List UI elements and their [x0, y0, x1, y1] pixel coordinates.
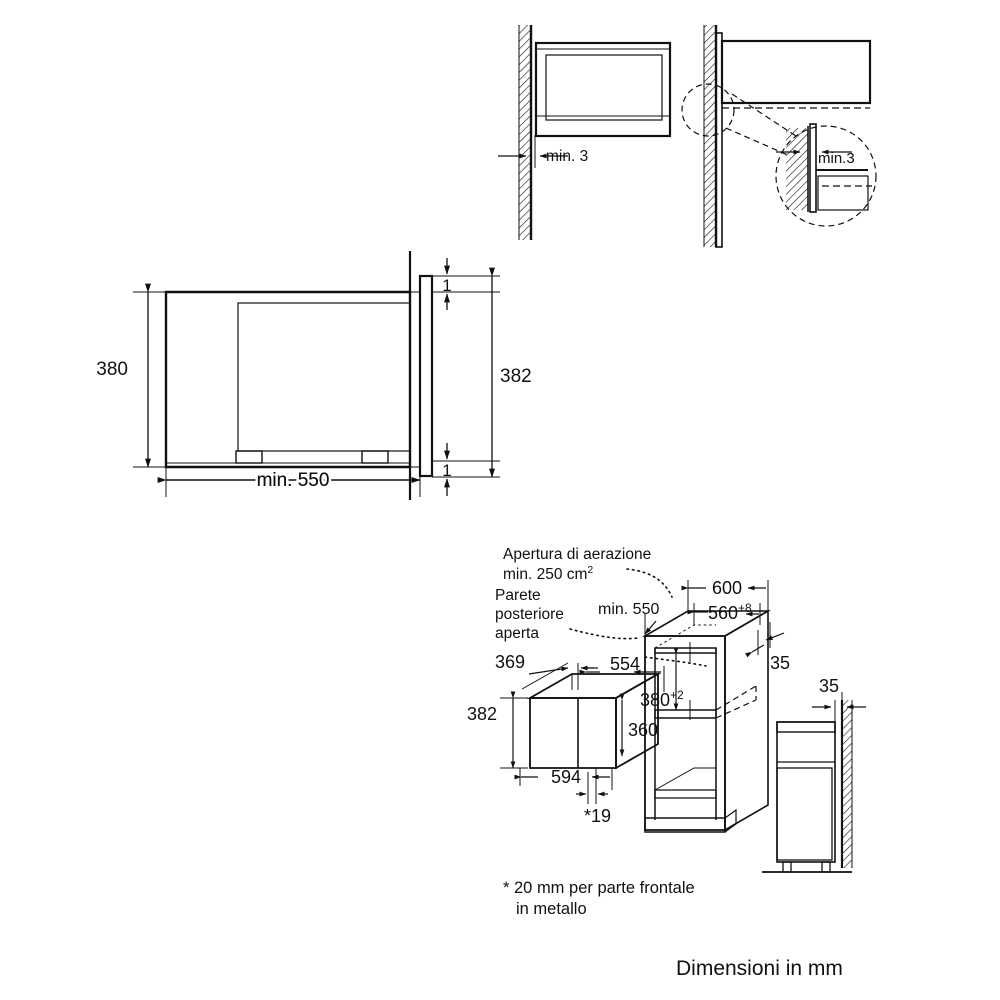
- dimension-594: [514, 768, 613, 790]
- note-ventilation-line2: min. 250 cm2: [503, 564, 593, 583]
- label-gap-top-1: 1: [442, 276, 451, 295]
- note-backwall-line3: aperta: [495, 625, 539, 642]
- dimension-600: [681, 580, 769, 611]
- appliance-front-outline: [534, 41, 672, 138]
- footnote-block: * 20 mm per parte frontale in metallo: [503, 879, 695, 918]
- dimension-35-cabinet: [745, 622, 785, 658]
- dimension-19: [576, 768, 608, 804]
- label-offset-35-cabinet: 35: [770, 653, 790, 673]
- appliance-side-outline: [720, 39, 872, 109]
- label-height-382: 382: [500, 366, 532, 387]
- dimension-560: [687, 603, 761, 625]
- label-min-clearance-front: min. 3: [546, 148, 588, 165]
- label-depth-369: 369: [495, 652, 525, 672]
- note-ventilation-line1: Apertura di aerazione: [503, 546, 651, 563]
- label-width-594: 594: [551, 767, 581, 787]
- view-appliance-side-section: 380 1 1 382 min. 550 min. 550: [96, 251, 532, 500]
- label-depth-min550-text: min. 550: [257, 470, 330, 491]
- front-frame-plate: [408, 251, 434, 500]
- dimension-380-niche: [673, 642, 691, 720]
- note-backwall-line2: posteriore: [495, 606, 564, 623]
- cabinet-side-body: [762, 721, 852, 873]
- dimension-369: [521, 662, 594, 690]
- dimension-min3-front: [498, 135, 568, 168]
- label-niche-height-tolerance: +2: [670, 688, 684, 702]
- label-depth-min550-cabinet: min. 550: [598, 601, 659, 618]
- label-depth-min550: min. 550: [257, 470, 330, 491]
- dimension-min550-depth: [157, 467, 421, 497]
- footnote-line2: in metallo: [516, 900, 587, 918]
- label-min-clearance-detail: min.3: [818, 150, 855, 167]
- wall-hatched-right: [840, 700, 853, 868]
- label-width-554: 554: [610, 654, 640, 674]
- wall-hatched: [518, 25, 533, 240]
- label-gap-bottom-1: 1: [442, 461, 451, 480]
- view-cabinet-isometric: min. 550 600 560+8 35: [598, 578, 790, 833]
- label-height-360: 360: [628, 720, 658, 740]
- dimension-min550-cabinet: [644, 614, 657, 636]
- note-ventilation-superscript: 2: [587, 564, 593, 576]
- view-cabinet-side: 35: [762, 676, 866, 873]
- label-front-thickness-19: *19: [584, 806, 611, 826]
- note-ventilation-line2-text: min. 250 cm: [503, 566, 587, 583]
- detail-callout-bubble: [681, 83, 877, 227]
- appliance-body-section: [164, 290, 412, 469]
- dimension-554: [579, 666, 665, 692]
- view-wall-clearance-front: min. 3: [498, 25, 672, 240]
- label-width-600: 600: [712, 578, 742, 598]
- label-height-382-iso: 382: [467, 704, 497, 724]
- view-appliance-isometric: 369 554 382 360 594: [467, 652, 665, 826]
- dimension-gap-bottom: [432, 443, 500, 496]
- dimension-380: [133, 283, 166, 468]
- footer-units-label: Dimensioni in mm: [676, 957, 843, 980]
- notes-block: Apertura di aerazione min. 250 cm2 Paret…: [495, 546, 651, 642]
- dimension-gap-top: [432, 258, 500, 310]
- detail-wall-slice: [786, 123, 872, 213]
- dimension-382-iso: [500, 691, 528, 769]
- view-wall-clearance-side: min.3: [681, 25, 877, 248]
- note-leader-lines: [569, 568, 707, 667]
- footnote-line1: * 20 mm per parte frontale: [503, 879, 695, 897]
- label-wall-gap-35: 35: [819, 676, 839, 696]
- note-backwall-line1: Parete: [495, 587, 541, 604]
- mounting-plate: [715, 32, 723, 248]
- dimension-35-side: [812, 692, 866, 722]
- label-width-560-tolerance: +8: [738, 601, 752, 615]
- label-niche-height-380: 380: [640, 690, 670, 710]
- label-niche-height-group: 380+2: [640, 688, 684, 710]
- label-width-560-group: 560+8: [708, 601, 752, 623]
- label-height-380: 380: [96, 359, 128, 380]
- label-width-560: 560: [708, 603, 738, 623]
